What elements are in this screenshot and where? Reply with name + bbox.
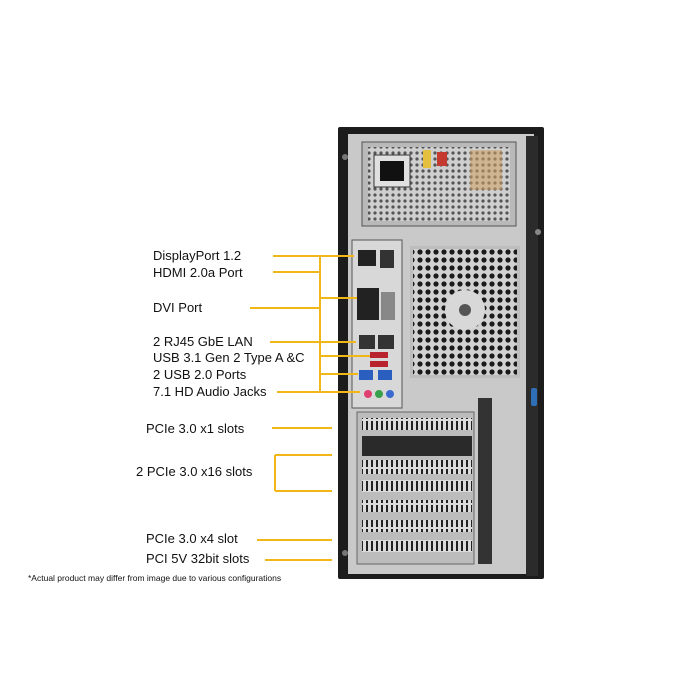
label-pci: PCI 5V 32bit slots	[146, 551, 250, 566]
label-dvi: DVI Port	[153, 300, 203, 315]
label-pcie-x4: PCIe 3.0 x4 slot	[146, 531, 238, 546]
label-pcie-x1: PCIe 3.0 x1 slots	[146, 421, 245, 436]
label-pcie-x16: 2 PCIe 3.0 x16 slots	[136, 464, 253, 479]
callout-lines	[250, 255, 370, 561]
io-shield	[351, 239, 403, 409]
fan-grille	[410, 246, 520, 378]
footnote: *Actual product may differ from image du…	[28, 573, 282, 583]
label-usb20: 2 USB 2.0 Ports	[153, 367, 247, 382]
expansion-slots	[356, 398, 492, 565]
label-usb31: USB 3.1 Gen 2 Type A &C	[153, 350, 305, 365]
label-hdmi: HDMI 2.0a Port	[153, 265, 243, 280]
label-displayport: DisplayPort 1.2	[153, 248, 242, 263]
label-audio: 7.1 HD Audio Jacks	[153, 384, 267, 399]
power-supply	[361, 141, 517, 227]
label-lan: 2 RJ45 GbE LAN	[153, 334, 253, 349]
